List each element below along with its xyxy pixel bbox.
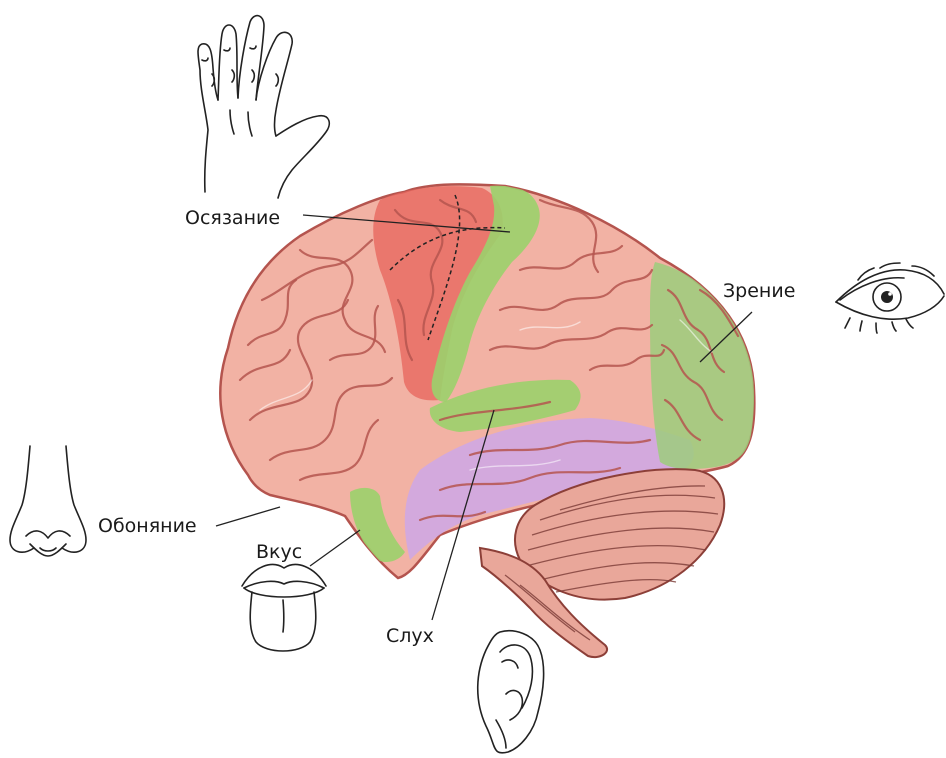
taste-label: Вкус [256, 541, 302, 563]
hand-icon [198, 16, 329, 198]
nose-icon [10, 446, 86, 556]
mouth-tongue-icon [242, 565, 326, 651]
smell-leader [216, 507, 280, 526]
hearing-label: Слух [386, 625, 434, 647]
eye-icon [836, 263, 944, 333]
smell-label: Обоняние [98, 515, 197, 537]
taste-leader [310, 530, 360, 566]
touch-label: Осязание [185, 207, 280, 229]
vision-label: Зрение [723, 280, 795, 302]
brain [220, 184, 754, 657]
ear-icon [478, 631, 544, 753]
